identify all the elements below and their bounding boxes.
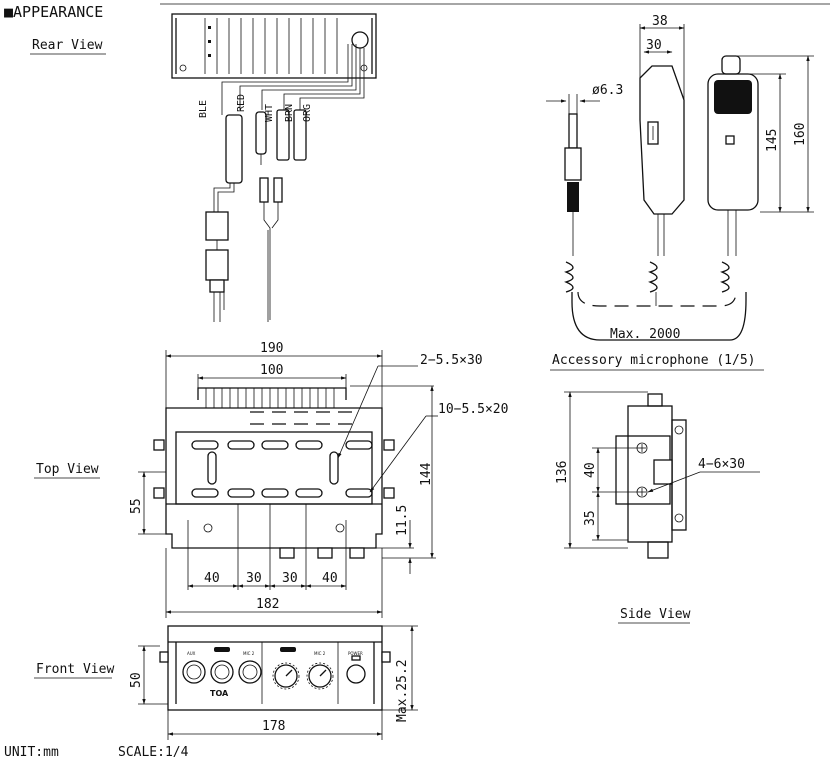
slot-2-callout: 2−5.5×30 [420,353,483,368]
dim-100: 100 [260,363,283,378]
dim-182: 182 [256,597,279,612]
dim-11-5: 11.5 [395,505,410,536]
microphone-drawing [564,55,759,341]
dim-spacing-40a: 40 [204,571,220,586]
dim-35-side: 35 [583,510,598,526]
scale-note: SCALE:1/4 [118,745,189,760]
side-view-label: Side View [620,607,691,622]
dim-55: 55 [129,498,144,514]
rear-view-label: Rear View [32,38,103,53]
wire-label-org: ORG [302,104,313,122]
dim-178: 178 [262,719,285,734]
slot-10-callout: 10−5.5×20 [438,402,508,417]
section-title: ■APPEARANCE [4,3,103,21]
rear-view-drawing [171,13,377,322]
accessory-label: Accessory microphone (1/5) [552,353,756,368]
panel-label-mic2-left: MIC 2 [243,651,255,656]
wire-label-brn: BRN [284,104,295,122]
brand-logo: TOA [210,689,229,698]
dim-plug-diameter: ø6.3 [592,83,623,98]
cord-length: Max. 2000 [610,327,680,342]
dim-38: 38 [652,14,668,29]
panel-label-mic2-right: MIC 2 [314,651,326,656]
dim-190: 190 [260,341,283,356]
dim-spacing-30a: 30 [246,571,262,586]
dim-spacing-40b: 40 [322,571,338,586]
dim-30: 30 [646,38,662,53]
panel-label-aux: AUX [187,651,196,656]
top-view-label: Top View [36,462,99,477]
dim-spacing-30b: 30 [282,571,298,586]
front-view-label: Front View [36,662,114,677]
front-view-drawing [159,625,391,711]
dim-160: 160 [793,123,808,146]
unit-note: UNIT:mm [4,745,59,760]
holes-callout: 4−6×30 [698,457,745,472]
dim-max-25-2: Max.25.2 [395,659,410,722]
dim-145: 145 [765,129,780,152]
panel-label-power: POWER [348,651,363,656]
wire-label-ble: BLE [198,100,209,118]
top-view-drawing [153,387,395,590]
dim-40-side: 40 [583,462,598,478]
dim-136: 136 [555,461,570,484]
side-view-drawing [615,393,687,559]
dim-50: 50 [129,672,144,688]
dim-144: 144 [419,462,434,486]
wire-label-wht: WHT [264,104,275,122]
wire-label-red: RED [236,94,247,112]
